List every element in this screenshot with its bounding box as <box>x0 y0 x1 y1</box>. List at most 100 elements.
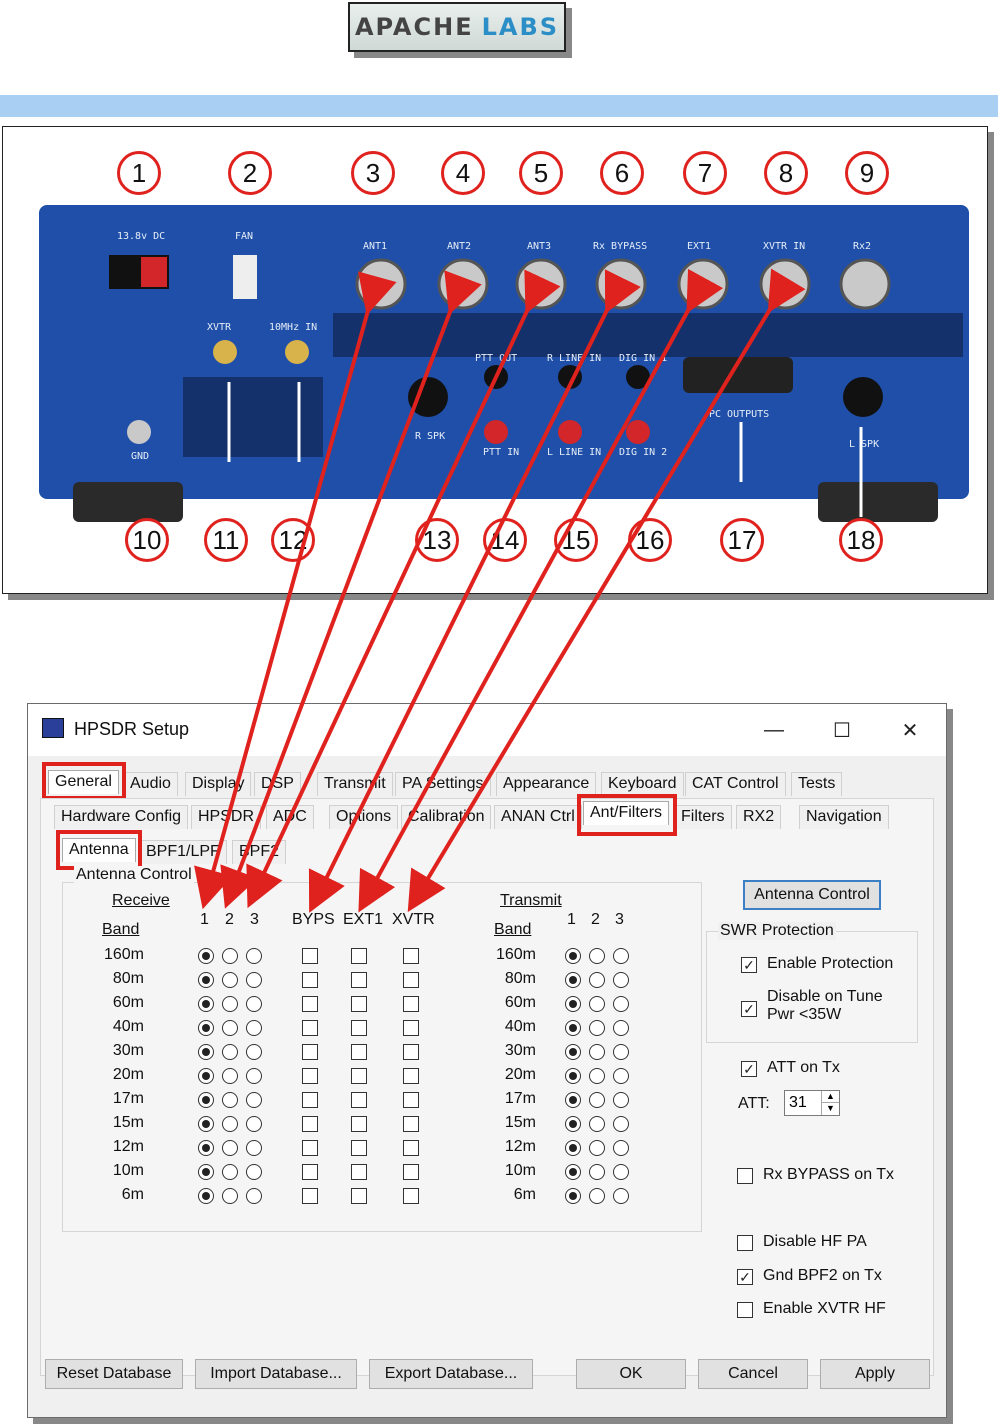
reset-database-button[interactable]: Reset Database <box>45 1359 183 1389</box>
xvtr-checkbox[interactable] <box>403 1164 419 1180</box>
tab-display[interactable]: Display <box>185 772 252 796</box>
tx-ant3-radio[interactable] <box>613 972 629 988</box>
rx-ant3-radio[interactable] <box>246 1044 262 1060</box>
xvtr-checkbox[interactable] <box>403 1140 419 1156</box>
rx-ant3-radio[interactable] <box>246 1188 262 1204</box>
ext1-checkbox[interactable] <box>351 1020 367 1036</box>
ext1-checkbox[interactable] <box>351 948 367 964</box>
rx-ant3-radio[interactable] <box>246 1092 262 1108</box>
tx-ant2-radio[interactable] <box>589 1140 605 1156</box>
rx-ant1-radio[interactable] <box>198 1092 214 1108</box>
ext1-checkbox[interactable] <box>351 1092 367 1108</box>
xvtr-checkbox[interactable] <box>403 996 419 1012</box>
close-icon[interactable]: ✕ <box>901 719 919 742</box>
tx-ant1-radio[interactable] <box>565 1020 581 1036</box>
ext1-checkbox[interactable] <box>351 1116 367 1132</box>
byps-checkbox[interactable] <box>302 1068 318 1084</box>
gnd-bpf2-checkbox[interactable]: ✓ <box>737 1269 753 1285</box>
byps-checkbox[interactable] <box>302 1116 318 1132</box>
rx-ant3-radio[interactable] <box>246 1068 262 1084</box>
minimize-icon[interactable]: — <box>764 718 784 741</box>
tab-transmit[interactable]: Transmit <box>317 772 393 796</box>
rx-ant2-radio[interactable] <box>222 1140 238 1156</box>
rx-ant2-radio[interactable] <box>222 1116 238 1132</box>
xvtr-checkbox[interactable] <box>403 1188 419 1204</box>
stepper-down-icon[interactable]: ▼ <box>821 1103 839 1115</box>
xvtr-checkbox[interactable] <box>403 1068 419 1084</box>
ext1-checkbox[interactable] <box>351 972 367 988</box>
tx-ant2-radio[interactable] <box>589 1164 605 1180</box>
tx-ant3-radio[interactable] <box>613 1092 629 1108</box>
byps-checkbox[interactable] <box>302 1188 318 1204</box>
rx-ant1-radio[interactable] <box>198 1020 214 1036</box>
tab-antenna[interactable]: Antenna <box>62 838 136 862</box>
enable-protection-checkbox[interactable]: ✓ <box>741 957 757 973</box>
tx-ant3-radio[interactable] <box>613 1044 629 1060</box>
tx-ant2-radio[interactable] <box>589 1092 605 1108</box>
xvtr-checkbox[interactable] <box>403 1044 419 1060</box>
ext1-checkbox[interactable] <box>351 1068 367 1084</box>
tx-ant1-radio[interactable] <box>565 1140 581 1156</box>
xvtr-checkbox[interactable] <box>403 948 419 964</box>
xvtr-checkbox[interactable] <box>403 1092 419 1108</box>
tx-ant2-radio[interactable] <box>589 1020 605 1036</box>
tab-keyboard[interactable]: Keyboard <box>601 772 684 796</box>
tx-ant2-radio[interactable] <box>589 972 605 988</box>
rx-ant1-radio[interactable] <box>198 1164 214 1180</box>
byps-checkbox[interactable] <box>302 996 318 1012</box>
rx-ant2-radio[interactable] <box>222 1044 238 1060</box>
att-stepper[interactable]: 31 ▲ ▼ <box>784 1090 840 1116</box>
tx-ant1-radio[interactable] <box>565 1188 581 1204</box>
rx-ant3-radio[interactable] <box>246 948 262 964</box>
tab-filters[interactable]: Filters <box>674 805 732 829</box>
tx-ant3-radio[interactable] <box>613 1164 629 1180</box>
export-database-button[interactable]: Export Database... <box>369 1359 533 1389</box>
byps-checkbox[interactable] <box>302 972 318 988</box>
tx-ant3-radio[interactable] <box>613 1140 629 1156</box>
rx-bypass-checkbox[interactable] <box>737 1168 753 1184</box>
tx-ant1-radio[interactable] <box>565 996 581 1012</box>
rx-ant1-radio[interactable] <box>198 1044 214 1060</box>
tx-ant3-radio[interactable] <box>613 948 629 964</box>
tx-ant1-radio[interactable] <box>565 972 581 988</box>
apply-button[interactable]: Apply <box>820 1359 930 1389</box>
stepper-up-icon[interactable]: ▲ <box>821 1091 839 1103</box>
rx-ant2-radio[interactable] <box>222 996 238 1012</box>
antenna-control-button[interactable]: Antenna Control <box>743 880 881 910</box>
tx-ant2-radio[interactable] <box>589 1188 605 1204</box>
tx-ant1-radio[interactable] <box>565 948 581 964</box>
tx-ant3-radio[interactable] <box>613 996 629 1012</box>
tx-ant3-radio[interactable] <box>613 1116 629 1132</box>
ext1-checkbox[interactable] <box>351 1164 367 1180</box>
tab-rx2[interactable]: RX2 <box>736 805 782 829</box>
att-on-tx-checkbox[interactable]: ✓ <box>741 1061 757 1077</box>
xvtr-checkbox[interactable] <box>403 1116 419 1132</box>
rx-ant2-radio[interactable] <box>222 948 238 964</box>
byps-checkbox[interactable] <box>302 948 318 964</box>
byps-checkbox[interactable] <box>302 1044 318 1060</box>
rx-ant2-radio[interactable] <box>222 1164 238 1180</box>
rx-ant1-radio[interactable] <box>198 996 214 1012</box>
rx-ant2-radio[interactable] <box>222 1188 238 1204</box>
disable-hf-pa-checkbox[interactable] <box>737 1235 753 1251</box>
tab-hpsdr[interactable]: HPSDR <box>191 805 262 829</box>
tx-ant3-radio[interactable] <box>613 1068 629 1084</box>
tx-ant2-radio[interactable] <box>589 1044 605 1060</box>
tx-ant2-radio[interactable] <box>589 996 605 1012</box>
rx-ant3-radio[interactable] <box>246 1116 262 1132</box>
xvtr-checkbox[interactable] <box>403 1020 419 1036</box>
byps-checkbox[interactable] <box>302 1164 318 1180</box>
tx-ant1-radio[interactable] <box>565 1044 581 1060</box>
tx-ant1-radio[interactable] <box>565 1092 581 1108</box>
tx-ant1-radio[interactable] <box>565 1164 581 1180</box>
ext1-checkbox[interactable] <box>351 1188 367 1204</box>
rx-ant1-radio[interactable] <box>198 1188 214 1204</box>
ext1-checkbox[interactable] <box>351 1140 367 1156</box>
tx-ant2-radio[interactable] <box>589 1116 605 1132</box>
rx-ant3-radio[interactable] <box>246 1164 262 1180</box>
rx-ant1-radio[interactable] <box>198 972 214 988</box>
tx-ant1-radio[interactable] <box>565 1068 581 1084</box>
rx-ant1-radio[interactable] <box>198 1140 214 1156</box>
rx-ant3-radio[interactable] <box>246 996 262 1012</box>
ext1-checkbox[interactable] <box>351 1044 367 1060</box>
